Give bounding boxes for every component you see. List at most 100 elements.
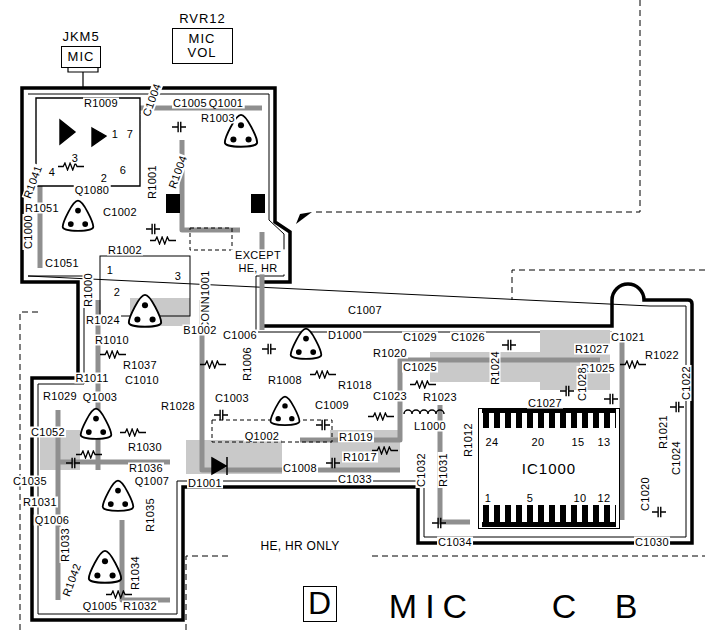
trace [202, 300, 400, 470]
part-label: C1029 [402, 332, 438, 343]
resistor-symbol [410, 381, 436, 388]
ic-pins [483, 505, 616, 523]
part-label: 24 [485, 437, 500, 448]
part-label: Q1007 [134, 476, 171, 487]
capacitor-symbol [146, 224, 160, 235]
part-label: Q1003 [82, 392, 119, 403]
section-boundary [512, 270, 705, 300]
part-label: C1032 [416, 452, 427, 488]
part-label: C1007 [347, 305, 383, 316]
diode-symbol [212, 457, 227, 475]
capacitor-symbol [214, 410, 228, 421]
part-label: C1003 [214, 393, 250, 404]
ic-outline: IC1000 [478, 408, 620, 529]
capacitor-symbol [670, 402, 684, 413]
part-label: 6 [119, 165, 127, 176]
part-label: C1034 [437, 537, 473, 548]
part-label: 13 [597, 437, 612, 448]
part-label: 7 [126, 129, 134, 140]
part-label: 2 [113, 287, 121, 298]
part-label: Q1001 [208, 98, 245, 109]
jack-footprint [36, 98, 140, 186]
box-text: MIC VOL [180, 32, 224, 59]
resistor-symbol [120, 429, 146, 436]
part-label: R1010 [94, 335, 130, 346]
part-label: 20 [531, 437, 546, 448]
part-label: C1035 [12, 476, 48, 487]
part-label: 1 [106, 265, 114, 276]
labeled-box: D [303, 586, 337, 622]
part-label: 15 [571, 437, 586, 448]
part-label: C1009 [314, 400, 350, 411]
resistor-symbol [310, 371, 336, 378]
part-label: C1027 [527, 398, 563, 409]
section-letter: MIC [388, 589, 476, 623]
part-label: R1004 [167, 153, 190, 191]
part-label: C1005 [172, 98, 208, 109]
box-text: MIC [67, 50, 95, 64]
part-label: R1028 [160, 401, 196, 412]
section-letter: B [614, 589, 647, 623]
resistor-symbol [200, 361, 226, 368]
part-label: R1021 [658, 414, 669, 450]
part-label: C1024 [671, 440, 682, 476]
capacitor-symbol [604, 394, 618, 405]
part-label: C1002 [102, 207, 138, 218]
part-label: R1018 [337, 380, 373, 391]
part-label: C1008 [282, 463, 318, 474]
part-label: D1000 [327, 330, 363, 341]
part-label: R1034 [130, 555, 141, 591]
boundary-arrowhead [296, 212, 312, 224]
part-label: R1012 [463, 422, 474, 458]
resistor-symbol [620, 361, 646, 368]
part-label: R1000 [83, 272, 94, 308]
transistor-symbol [63, 201, 94, 231]
jack-contact [60, 120, 106, 146]
part-label: R1031 [22, 497, 58, 508]
solder-pad [166, 194, 180, 213]
part-label: R1030 [127, 442, 163, 453]
part-label: 3 [71, 153, 79, 164]
capacitor-symbol [316, 420, 330, 431]
part-label: R1024 [490, 350, 501, 386]
part-label: CONN1001 [200, 269, 211, 330]
part-label: R1033 [60, 527, 71, 563]
capacitor-symbol [262, 344, 276, 355]
part-label: R1022 [644, 350, 680, 361]
part-label: R1051 [24, 203, 60, 214]
capacitor-symbol [502, 340, 516, 351]
board-edge-inner [28, 94, 686, 614]
resistor-symbol [368, 413, 394, 420]
part-label: R1041 [22, 163, 45, 201]
capacitor-symbol [326, 458, 340, 469]
section-boundary [312, 0, 640, 212]
transistor-symbol [89, 551, 121, 583]
part-label: R1027 [574, 344, 610, 355]
section-letter: C [551, 589, 586, 623]
copper-area [330, 430, 400, 470]
ic-pins [483, 410, 616, 428]
capacitor-symbol [560, 386, 574, 397]
box-text: D [307, 587, 333, 621]
part-label: R1017 [342, 452, 378, 463]
part-label: Q1002 [244, 431, 281, 442]
part-label: R1023 [422, 392, 458, 403]
part-label: R1009 [83, 98, 119, 109]
solder-pad [251, 194, 265, 213]
part-label: C1023 [372, 391, 408, 402]
resistor-symbol [150, 237, 176, 244]
part-label: C1051 [44, 258, 80, 269]
part-label: R1003 [200, 113, 236, 124]
transistor-symbol [271, 397, 300, 425]
part-label: R1042 [61, 561, 84, 599]
note-text: EXCEPT HE, HR [231, 249, 285, 274]
connector-outline [190, 228, 232, 250]
board-outline [22, 88, 692, 620]
coil-symbol [404, 410, 444, 414]
part-label: C1022 [681, 365, 692, 401]
part-label: 2 [100, 173, 108, 184]
part-label: 4 [48, 167, 56, 178]
resistor-symbol [58, 163, 84, 170]
part-label: C1006 [222, 330, 258, 341]
